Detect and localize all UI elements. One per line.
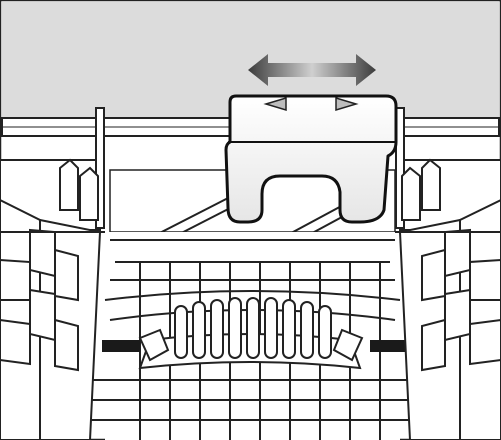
rack-posts xyxy=(95,107,405,229)
left-plate-supports xyxy=(0,158,102,440)
right-latch-icon xyxy=(332,328,408,362)
rack-height-handle xyxy=(224,94,398,224)
right-triangle-arrow-icon xyxy=(335,96,359,112)
left-triangle-arrow-icon xyxy=(263,96,287,112)
center-tine-rack xyxy=(138,297,362,370)
right-plate-supports xyxy=(398,158,501,440)
left-latch-icon xyxy=(102,328,170,362)
double-headed-arrow-icon xyxy=(248,54,376,86)
